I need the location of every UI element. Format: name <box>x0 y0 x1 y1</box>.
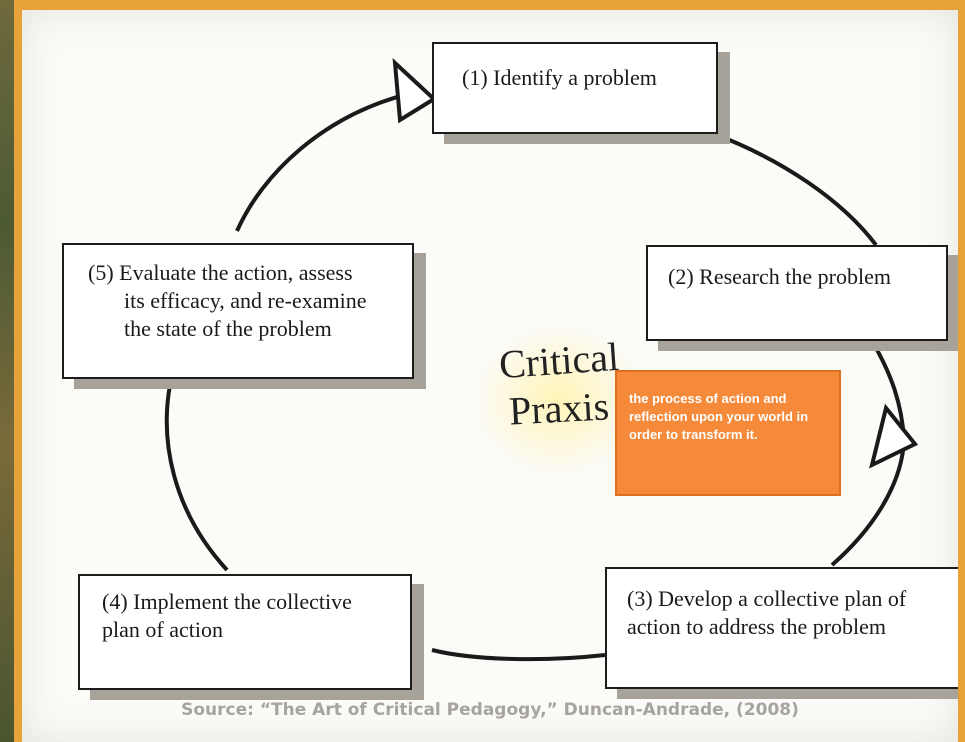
cycle-diagram <box>164 58 919 662</box>
step-5-line-1: (5) Evaluate the action, assess <box>88 260 353 285</box>
cycle-arc-left <box>164 384 229 572</box>
step-1-box: (1) Identify a problem <box>432 42 718 134</box>
step-5-line-3: the state of the problem <box>124 316 332 341</box>
diagram-paper: (1) Identify a problem (2) Research the … <box>22 10 958 742</box>
step-5-box: (5) Evaluate the action, assess its effi… <box>62 243 414 379</box>
step-2-text: (2) Research the problem <box>668 264 891 289</box>
step-3-box: (3) Develop a collective plan of action … <box>605 567 958 689</box>
definition-callout: the process of action and reflection upo… <box>615 370 841 496</box>
source-citation: Source: “The Art of Critical Pedagogy,” … <box>181 700 799 720</box>
cycle-arc-bottom <box>431 648 606 662</box>
arrowhead-right-icon <box>869 403 919 469</box>
step-3-line-1: (3) Develop a collective plan of <box>627 586 907 611</box>
step-2-box: (2) Research the problem <box>646 245 948 341</box>
step-4-box: (4) Implement the collective plan of act… <box>78 574 412 690</box>
cycle-arc-top-right <box>716 133 878 247</box>
step-4-line-2: plan of action <box>102 617 223 642</box>
step-1-text: (1) Identify a problem <box>462 65 657 90</box>
cycle-arc-top-left <box>235 91 413 232</box>
step-3-line-2: action to address the problem <box>627 614 887 639</box>
arrowhead-top-icon <box>392 58 438 124</box>
step-5-line-2: its efficacy, and re-examine <box>124 288 367 313</box>
step-4-line-1: (4) Implement the collective <box>102 589 352 614</box>
